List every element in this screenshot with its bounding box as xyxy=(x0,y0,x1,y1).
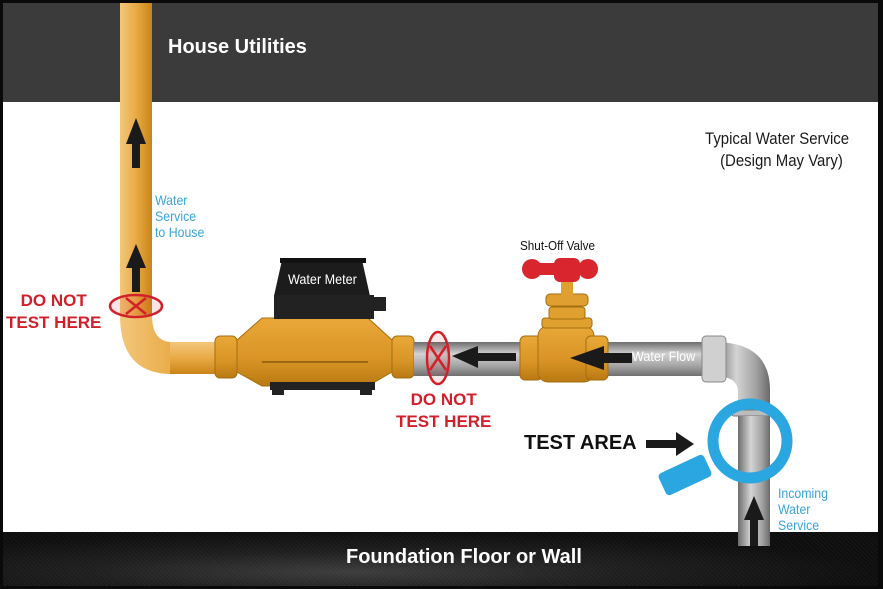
label-line: Service xyxy=(778,517,820,533)
header-title: House Utilities xyxy=(168,36,307,58)
label-line: Water xyxy=(778,501,811,517)
caption-line-2: (Design May Vary) xyxy=(720,151,843,170)
right-arrow-icon xyxy=(646,432,694,456)
shut-off-valve xyxy=(519,258,609,383)
warning-line: TEST HERE xyxy=(6,313,102,332)
footer-title: Foundation Floor or Wall xyxy=(346,546,582,568)
copper-supply-pipe xyxy=(120,0,232,374)
valve-handle-icon xyxy=(522,258,598,282)
do-not-test-warning-1: DO NOT TEST HERE xyxy=(6,290,101,334)
do-not-test-warning-2: DO NOT TEST HERE xyxy=(396,389,491,433)
water-meter xyxy=(214,258,415,395)
water-service-to-house-label: Water Service to House xyxy=(155,192,204,240)
label-line: Water xyxy=(155,192,188,208)
do-not-test-marker-icon xyxy=(108,293,164,319)
warning-line: TEST HERE xyxy=(396,412,492,431)
caption-line-1: Typical Water Service xyxy=(705,129,850,148)
incoming-water-service-label: Incoming Water Service xyxy=(778,485,828,533)
label-line: Service xyxy=(155,208,197,224)
up-arrow-icon xyxy=(126,118,146,292)
water-flow-label: Water Flow xyxy=(632,348,696,364)
shut-off-valve-label: Shut-Off Valve xyxy=(520,238,596,253)
label-line: to House xyxy=(155,224,205,240)
left-arrow-icon xyxy=(452,346,632,370)
test-area-label: TEST AREA xyxy=(524,432,637,454)
warning-line: DO NOT xyxy=(20,291,87,310)
up-arrow-icon xyxy=(744,496,764,546)
warning-line: DO NOT xyxy=(410,390,477,409)
foundation-floor-band xyxy=(0,532,883,589)
water-meter-label: Water Meter xyxy=(288,271,357,287)
do-not-test-marker-icon xyxy=(425,330,451,386)
diagram-caption: Typical Water Service (Design May Vary) xyxy=(705,128,849,172)
label-line: Incoming xyxy=(778,485,828,501)
test-area-marker xyxy=(658,398,793,496)
